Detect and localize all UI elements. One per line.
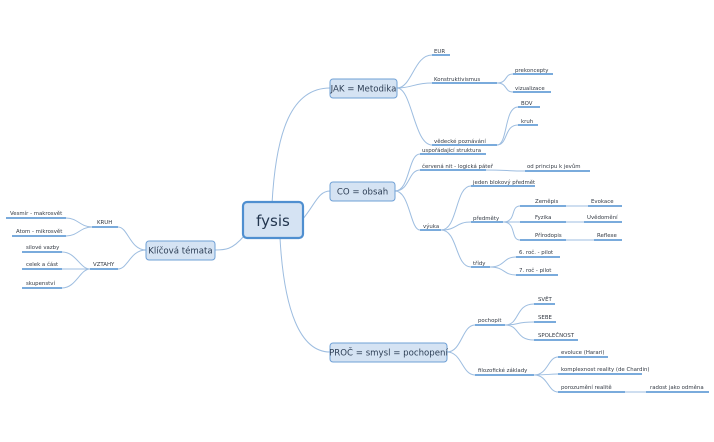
subtopic-kruh-left[interactable]: KRUH xyxy=(92,220,118,228)
subtopic-prirodopis-label: Přírodopis xyxy=(535,232,562,239)
subtopic-zemepis[interactable]: Zeměpis xyxy=(520,198,566,207)
central-topic-label: fysis xyxy=(256,212,290,230)
subtopic-konstruktivismus-label: Konstruktivismus xyxy=(434,77,480,83)
subtopic-bov-label: BOV xyxy=(521,101,533,107)
subtopic-komplexnost-reality-label: komplexnost reality (de Chardin) xyxy=(561,367,650,373)
subtopic-skupenstvi-label: skupenství xyxy=(26,280,55,287)
subtopic-evokace-label: Evokace xyxy=(591,199,614,205)
subtopic-kruh-jak-label: kruh xyxy=(521,119,533,125)
subtopic-konstruktivismus[interactable]: Konstruktivismus xyxy=(432,77,497,84)
subtopic-sebe-label: SEBE xyxy=(538,315,553,321)
subtopic-vesmir-makrosvet[interactable]: Vesmír - makrosvět xyxy=(6,210,66,219)
subtopic-bov[interactable]: BOV xyxy=(518,101,540,108)
subtopic-evoluce-harari[interactable]: evoluce (Harari) xyxy=(558,350,608,358)
subtopic-prekoncepty[interactable]: prekoncepty xyxy=(513,68,553,75)
subtopic-porozumeni-realite[interactable]: porozumění realitě xyxy=(558,384,625,393)
subtopic-kruh-left-label: KRUH xyxy=(97,220,112,226)
subtopic-pochopit-label: pochopit xyxy=(478,318,501,324)
subtopic-reflexe-label: Reflexe xyxy=(597,233,617,239)
subtopic-cervena-nit[interactable]: červená nit - logická páteř xyxy=(420,163,494,171)
subtopic-svet[interactable]: SVĚT xyxy=(534,295,555,305)
main-topic-proc[interactable]: PROČ = smysl = pochopení xyxy=(329,342,448,363)
subtopic-7-roc-pilot-label: 7. roč - pilot xyxy=(519,267,551,274)
main-topic-proc-label: PROČ = smysl = pochopení xyxy=(329,347,448,359)
subtopic-fyzika-label: Fyzika xyxy=(535,215,551,221)
subtopic-jeden-blokovy-predmet[interactable]: jeden blokový předmět xyxy=(471,179,535,187)
subtopic-7-roc-pilot[interactable]: 7. roč - pilot xyxy=(516,267,558,276)
subtopic-celek-a-cast-label: celek a část xyxy=(26,261,58,268)
subtopic-tridy[interactable]: třídy xyxy=(471,260,490,268)
main-topic-klicova-temata-label: Klíčová témata xyxy=(148,246,212,257)
subtopic-6-roc-pilot-label: 6. roč. - pilot xyxy=(519,249,553,256)
subtopic-celek-a-cast[interactable]: celek a část xyxy=(22,261,62,270)
subtopic-vizualizace[interactable]: vizualizace xyxy=(513,86,551,93)
subtopic-predmety-label: předměty xyxy=(473,215,500,222)
subtopic-vesmir-makrosvet-label: Vesmír - makrosvět xyxy=(10,210,62,217)
subtopic-tridy-label: třídy xyxy=(473,260,486,267)
subtopic-svet-label: SVĚT xyxy=(538,295,553,303)
subtopic-porozumeni-realite-label: porozumění realitě xyxy=(561,384,612,391)
subtopic-spolecnost[interactable]: SPOLEČNOST xyxy=(534,332,578,341)
subtopic-pochopit[interactable]: pochopit xyxy=(475,318,505,326)
subtopic-uvedomeni[interactable]: Uvědomění xyxy=(584,214,622,223)
main-topic-co-label: CO = obsah xyxy=(337,188,388,198)
subtopic-vedecke-poznavani-label: vědecké poznávání xyxy=(434,138,486,145)
subtopic-vztahy[interactable]: VZTAHY xyxy=(90,262,118,270)
subtopic-eur[interactable]: EUR xyxy=(432,49,450,56)
subtopic-silove-vazby-label: silové vazby xyxy=(26,244,60,251)
main-topic-co[interactable]: CO = obsah xyxy=(329,181,396,202)
subtopic-vizualizace-label: vizualizace xyxy=(515,86,545,92)
subtopic-6-roc-pilot[interactable]: 6. roč. - pilot xyxy=(516,249,560,258)
main-topic-jak[interactable]: JAK = Metodika xyxy=(329,78,398,99)
subtopic-prekoncepty-label: prekoncepty xyxy=(515,68,549,74)
subtopic-vedecke-poznavani[interactable]: vědecké poznávání xyxy=(432,138,497,146)
subtopic-eur-label: EUR xyxy=(434,49,445,55)
subtopic-usporadajici-struktura[interactable]: uspořádající struktura xyxy=(420,147,486,155)
subtopic-filozoficke-zaklady-label: filozofické základy xyxy=(478,367,528,374)
subtopic-atom-mikrosvet-label: Atom - mikrosvět xyxy=(16,228,62,235)
subtopic-sebe[interactable]: SEBE xyxy=(534,315,556,323)
main-topic-klicova-temata[interactable]: Klíčová témata xyxy=(145,240,216,261)
subtopic-fyzika[interactable]: Fyzika xyxy=(520,215,566,223)
subtopic-filozoficke-zaklady[interactable]: filozofické základy xyxy=(475,367,534,376)
subtopic-radost-jako-odmena-label: radost jako odměna xyxy=(650,384,704,391)
central-topic[interactable]: fysis xyxy=(241,200,305,240)
connectors xyxy=(61,54,646,393)
subtopic-reflexe[interactable]: Reflexe xyxy=(594,233,622,241)
subtopic-silove-vazby[interactable]: silové vazby xyxy=(22,244,62,253)
subtopic-prirodopis[interactable]: Přírodopis xyxy=(520,232,566,241)
subtopic-kruh-jak[interactable]: kruh xyxy=(518,119,538,126)
main-topic-jak-label: JAK = Metodika xyxy=(330,85,397,95)
subtopic-vyuka-label: výuka xyxy=(423,223,439,230)
subtopic-evoluce-harari-label: evoluce (Harari) xyxy=(561,350,605,356)
subtopic-vyuka[interactable]: výuka xyxy=(420,223,441,231)
subtopic-cervena-nit-label: červená nit - logická páteř xyxy=(422,163,494,170)
subtopic-predmety[interactable]: předměty xyxy=(471,215,503,223)
subtopic-evokace[interactable]: Evokace xyxy=(588,199,622,207)
subtopic-spolecnost-label: SPOLEČNOST xyxy=(538,332,575,339)
subtopic-vztahy-label: VZTAHY xyxy=(93,262,115,268)
subtopic-radost-jako-odmena[interactable]: radost jako odměna xyxy=(646,384,709,393)
subtopic-od-principu-k-jevum-label: od principu k jevům xyxy=(527,163,581,170)
subtopic-usporadajici-struktura-label: uspořádající struktura xyxy=(422,147,481,154)
subtopic-jeden-blokovy-predmet-label: jeden blokový předmět xyxy=(472,179,535,186)
subtopic-komplexnost-reality[interactable]: komplexnost reality (de Chardin) xyxy=(558,367,650,375)
subtopic-od-principu-k-jevum[interactable]: od principu k jevům xyxy=(525,163,590,172)
subtopic-zemepis-label: Zeměpis xyxy=(535,198,558,205)
subtopic-skupenstvi[interactable]: skupenství xyxy=(22,280,62,289)
subtopic-uvedomeni-label: Uvědomění xyxy=(587,214,618,221)
subtopic-atom-mikrosvet[interactable]: Atom - mikrosvět xyxy=(12,228,66,237)
